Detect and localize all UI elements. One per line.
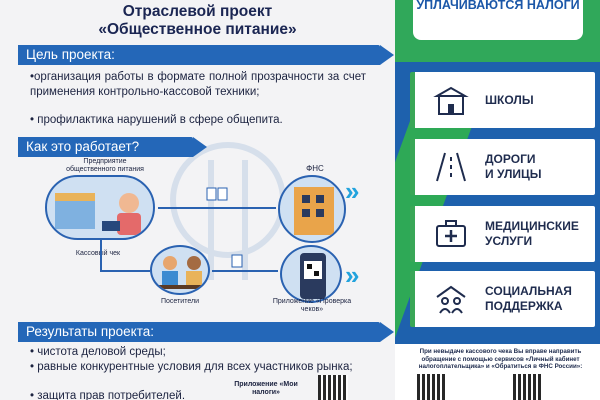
right-panel: УПЛАЧИВАЮТСЯ НАЛОГИ ШКОЛЫ ДОРОГИ И УЛИЦЫ… [395, 0, 600, 400]
cash-receipt-label: Кассовый чек [75, 250, 121, 257]
page-title-line2: «Общественное питание» [98, 21, 297, 38]
goal-item-2: • профилактика нарушений в сфере общепит… [30, 114, 283, 126]
chevron-right-icon: » [345, 176, 360, 206]
page-title-line1: Отраслевой проект [122, 3, 273, 20]
enterprise-to-visitors-arrow [100, 270, 150, 272]
fns-illustration [278, 175, 346, 243]
visitors-illustration [150, 245, 210, 295]
card-roads: ДОРОГИ И УЛИЦЫ [410, 139, 595, 195]
cafe-icon [55, 193, 141, 235]
enterprise-label: Предприятие общественного питания [66, 158, 144, 173]
goal-heading: Цель проекта: [18, 45, 394, 65]
results-heading: Результаты проекта: [18, 322, 394, 342]
heading-box [413, 0, 583, 40]
receipt-icon [206, 187, 228, 201]
results-item-1: • чистота деловой среды; [30, 346, 166, 358]
card-social: СОЦИАЛЬНАЯ ПОДДЕРЖКА [410, 271, 595, 327]
road-icon [436, 152, 466, 182]
app-label: Приложение «Проверка чеков» [272, 298, 352, 313]
qr-code-taxpayer-cabinet[interactable] [417, 374, 447, 400]
card-medical-line2: УСЛУГИ [485, 234, 533, 248]
enterprise-illustration [45, 175, 155, 240]
medical-kit-icon [436, 220, 466, 247]
qr-code-contact-fns[interactable] [513, 374, 543, 400]
how-heading: Как это работает? [18, 137, 207, 157]
complaint-note: При невыдаче кассового чека Вы вправе на… [418, 348, 583, 370]
app-illustration [280, 245, 342, 303]
card-schools-line1: ШКОЛЫ [485, 92, 534, 107]
chevron-right-icon-2: » [345, 260, 360, 290]
visitors-to-app-arrow [212, 270, 278, 272]
card-roads-line2: И УЛИЦЫ [485, 167, 542, 181]
qr-code-my-taxes[interactable] [318, 375, 348, 400]
phone-qr-icon [300, 253, 326, 299]
card-medical: МЕДИЦИНСКИЕ УСЛУГИ [410, 206, 595, 262]
left-panel: Отраслевой проект «Общественное питание»… [0, 0, 395, 400]
school-icon [433, 86, 469, 115]
visitors-icon [158, 256, 206, 289]
taxes-heading: УПЛАЧИВАЮТСЯ НАЛОГИ [416, 0, 580, 12]
card-roads-line1: ДОРОГИ [485, 152, 536, 166]
card-social-line1: СОЦИАЛЬНАЯ [485, 284, 572, 298]
fns-label: ФНС [306, 164, 324, 173]
enterprise-to-visitors-line [100, 240, 102, 270]
receipt-small-icon [231, 254, 243, 268]
enterprise-to-fns-arrow [158, 207, 276, 209]
family-icon [436, 285, 466, 314]
card-medical-line1: МЕДИЦИНСКИЕ [485, 219, 579, 233]
card-schools: ШКОЛЫ [410, 72, 595, 128]
card-social-line2: ПОДДЕРЖКА [485, 299, 563, 313]
visitors-label: Посетители [161, 298, 199, 305]
goal-item-1: •организация работы в формате полной про… [30, 71, 366, 98]
my-taxes-app-label: Приложение «Мои налоги» [234, 381, 298, 396]
fns-building-icon [294, 187, 334, 235]
results-item-2: • равные конкурентные условия для всех у… [30, 361, 353, 373]
results-item-3: • защита прав потребителей. [30, 390, 186, 400]
